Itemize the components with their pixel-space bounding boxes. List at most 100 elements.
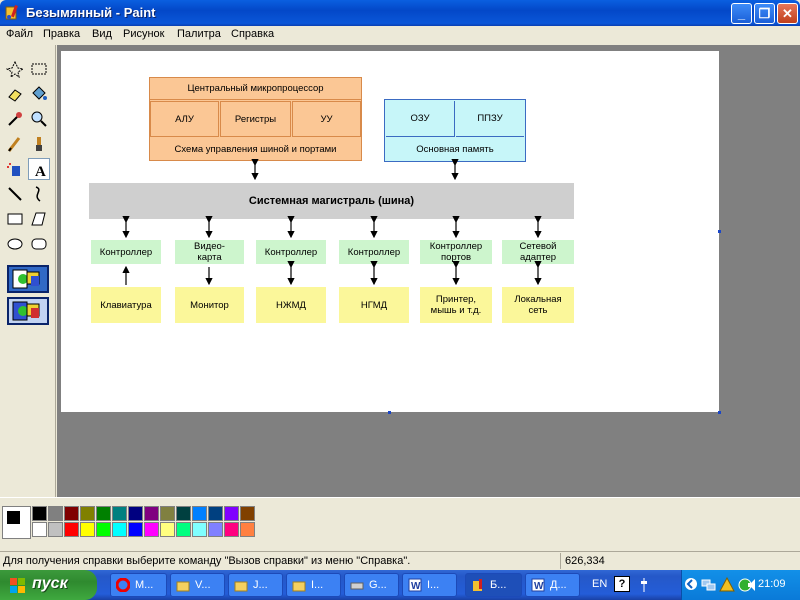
palette-swatch[interactable] bbox=[64, 522, 79, 537]
transparent-background-option[interactable] bbox=[7, 297, 49, 325]
palette-swatch[interactable] bbox=[48, 506, 63, 521]
menu-file[interactable]: Файл bbox=[6, 28, 34, 40]
color-palette bbox=[0, 497, 800, 547]
palette-swatch[interactable] bbox=[208, 522, 223, 537]
palette-swatch[interactable] bbox=[192, 522, 207, 537]
menu-help[interactable]: Справка bbox=[231, 28, 275, 40]
drive-icon bbox=[350, 582, 364, 590]
status-help-text: Для получения справки выберите команду "… bbox=[3, 555, 411, 567]
palette-swatch[interactable] bbox=[240, 522, 255, 537]
volume-slider-icon[interactable] bbox=[637, 577, 651, 593]
line-tool[interactable] bbox=[4, 183, 26, 205]
pencil-tool[interactable] bbox=[4, 133, 26, 155]
palette-swatch[interactable] bbox=[192, 506, 207, 521]
opera-icon bbox=[116, 578, 130, 592]
eraser-tool[interactable] bbox=[4, 83, 26, 105]
rectangle-tool[interactable] bbox=[4, 208, 26, 230]
task-folder-j[interactable]: J... bbox=[228, 573, 283, 597]
network-adapter: Сетевой адаптер bbox=[502, 240, 574, 264]
registers-box: Регистры bbox=[220, 101, 291, 137]
status-bar: Для получения справки выберите команду "… bbox=[0, 551, 800, 570]
toolbox: A bbox=[0, 45, 56, 497]
security-warning-icon[interactable] bbox=[719, 577, 735, 593]
palette-swatch[interactable] bbox=[128, 506, 143, 521]
svg-text:W: W bbox=[534, 581, 544, 592]
task-label: Д... bbox=[550, 579, 567, 591]
palette-swatch[interactable] bbox=[96, 506, 111, 521]
paint-bucket-icon bbox=[32, 86, 47, 100]
menu-colors[interactable]: Палитра bbox=[177, 28, 221, 40]
language-indicator[interactable]: EN bbox=[592, 578, 608, 590]
airbrush-tool[interactable] bbox=[4, 158, 26, 180]
palette-swatch[interactable] bbox=[32, 522, 47, 537]
help-icon[interactable]: ? bbox=[614, 576, 630, 592]
palette-swatch[interactable] bbox=[80, 522, 95, 537]
opaque-background-option[interactable] bbox=[7, 265, 49, 293]
palette-swatch[interactable] bbox=[160, 506, 175, 521]
palette-swatch[interactable] bbox=[224, 506, 239, 521]
rounded-rect-tool[interactable] bbox=[28, 233, 50, 255]
palette-swatch[interactable] bbox=[112, 506, 127, 521]
polygon-tool[interactable] bbox=[28, 208, 50, 230]
task-word-i[interactable]: W I... bbox=[402, 573, 457, 597]
palette-swatch[interactable] bbox=[208, 506, 223, 521]
task-folder-i[interactable]: I... bbox=[286, 573, 341, 597]
palette-swatch[interactable] bbox=[176, 506, 191, 521]
menu-view[interactable]: Вид bbox=[92, 28, 112, 40]
task-drive-g[interactable]: G... bbox=[344, 573, 399, 597]
fill-tool[interactable] bbox=[28, 83, 50, 105]
menu-edit[interactable]: Правка bbox=[43, 28, 81, 40]
palette-swatch[interactable] bbox=[112, 522, 127, 537]
palette-swatch[interactable] bbox=[80, 506, 95, 521]
close-button[interactable]: ✕ bbox=[777, 3, 798, 24]
minimize-button[interactable]: _ bbox=[731, 3, 752, 24]
rect-select-tool[interactable] bbox=[28, 58, 50, 80]
svg-text:A: A bbox=[35, 164, 46, 179]
palette-swatch[interactable] bbox=[144, 506, 159, 521]
menu-image[interactable]: Рисунок bbox=[123, 28, 165, 40]
resize-handle-bottom[interactable] bbox=[388, 411, 391, 414]
opaque-shapes-icon bbox=[12, 269, 40, 289]
current-colors[interactable] bbox=[2, 506, 31, 539]
start-button[interactable]: пуск bbox=[0, 570, 97, 600]
palette-swatch[interactable] bbox=[64, 506, 79, 521]
ellipse-tool[interactable] bbox=[4, 233, 26, 255]
airbrush-icon bbox=[7, 163, 20, 176]
ram-box: ОЗУ bbox=[386, 101, 455, 137]
eraser-icon bbox=[8, 89, 22, 102]
task-folder-v[interactable]: V... bbox=[170, 573, 225, 597]
resize-handle-corner[interactable] bbox=[718, 411, 721, 414]
brush-tool[interactable] bbox=[28, 133, 50, 155]
palette-swatch[interactable] bbox=[176, 522, 191, 537]
text-tool[interactable]: A bbox=[28, 158, 50, 180]
task-word-d[interactable]: W Д... bbox=[525, 573, 580, 597]
maximize-button[interactable]: ❐ bbox=[754, 3, 775, 24]
palette-swatch[interactable] bbox=[224, 522, 239, 537]
speaker-icon[interactable] bbox=[745, 577, 761, 593]
drawing-canvas[interactable]: Центральный микропроцессор АЛУ Регистры … bbox=[61, 51, 719, 412]
palette-swatch[interactable] bbox=[48, 522, 63, 537]
cursor-coordinates: 626,334 bbox=[565, 555, 605, 567]
curve-tool[interactable] bbox=[28, 183, 50, 205]
palette-swatch[interactable] bbox=[128, 522, 143, 537]
system-bus: Системная магистраль (шина) bbox=[89, 183, 574, 219]
windows-logo-icon bbox=[10, 578, 25, 593]
tray-expand-icon[interactable] bbox=[684, 577, 698, 591]
free-select-tool[interactable] bbox=[4, 58, 26, 80]
palette-swatch[interactable] bbox=[96, 522, 111, 537]
palette-swatch[interactable] bbox=[160, 522, 175, 537]
palette-swatch[interactable] bbox=[240, 506, 255, 521]
device-hdd: НЖМД bbox=[256, 287, 326, 323]
magnifier-tool[interactable] bbox=[28, 108, 50, 130]
resize-handle-right[interactable] bbox=[718, 230, 721, 233]
start-label: пуск bbox=[32, 575, 68, 592]
rect-select-icon bbox=[31, 63, 47, 75]
color-picker-tool[interactable] bbox=[4, 108, 26, 130]
task-opera[interactable]: M... bbox=[110, 573, 167, 597]
palette-swatch[interactable] bbox=[144, 522, 159, 537]
task-label: I... bbox=[311, 579, 324, 591]
task-paint[interactable]: Б... bbox=[465, 573, 522, 597]
palette-swatch[interactable] bbox=[32, 506, 47, 521]
workspace: Центральный микропроцессор АЛУ Регистры … bbox=[57, 45, 800, 497]
network-icon[interactable] bbox=[701, 577, 717, 593]
